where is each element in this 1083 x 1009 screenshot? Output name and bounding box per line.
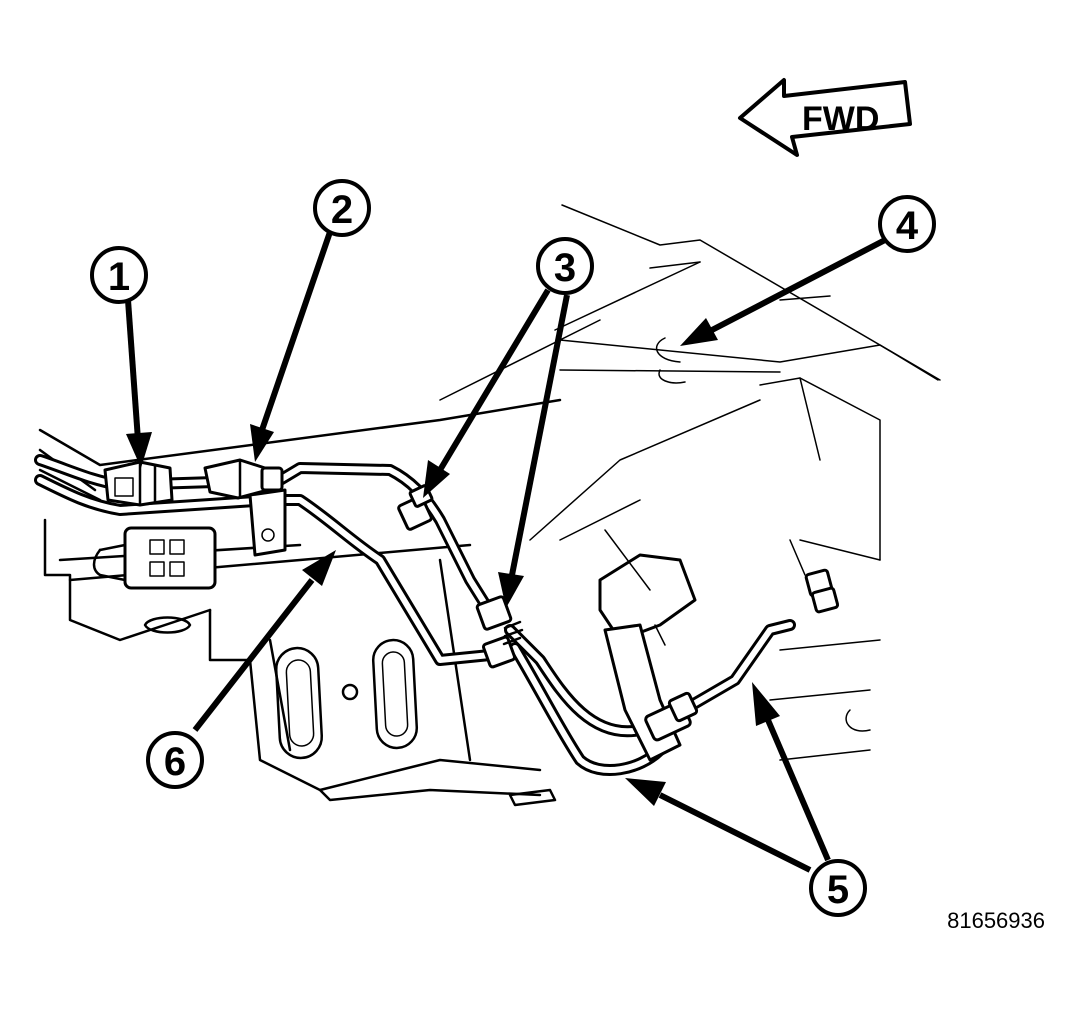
brake-tube-5 xyxy=(504,619,796,777)
junction-block xyxy=(598,529,699,762)
crossmember-slot-left xyxy=(274,646,324,760)
fwd-direction-indicator: FWD xyxy=(738,78,912,157)
callout-3: 3 xyxy=(536,237,594,295)
crossmember-slot-right xyxy=(371,638,419,750)
electrical-connector xyxy=(92,526,217,590)
floor-pan xyxy=(439,204,941,761)
callout-4-label: 4 xyxy=(896,204,919,248)
fwd-arrow-icon xyxy=(738,78,912,157)
callout-4: 4 xyxy=(878,195,936,253)
component-1-sensor xyxy=(103,460,174,507)
fwd-label: FWD xyxy=(802,100,879,138)
callout-6: 6 xyxy=(146,731,204,789)
callout-6-label: 6 xyxy=(164,740,186,784)
callout-2-label: 2 xyxy=(331,188,353,232)
callout-3-label: 3 xyxy=(554,246,576,290)
callout-1-label: 1 xyxy=(108,255,130,299)
figure-id: 81656936 xyxy=(947,908,1045,933)
callout-5: 5 xyxy=(809,859,867,917)
bolt-icon xyxy=(789,539,840,614)
brake-tube-6 xyxy=(34,454,501,666)
callout-2: 2 xyxy=(313,179,371,237)
callout-5-label: 5 xyxy=(827,868,849,912)
callout-1: 1 xyxy=(90,246,148,304)
leader-arrows xyxy=(125,231,887,873)
component-2-fitting xyxy=(203,458,287,557)
